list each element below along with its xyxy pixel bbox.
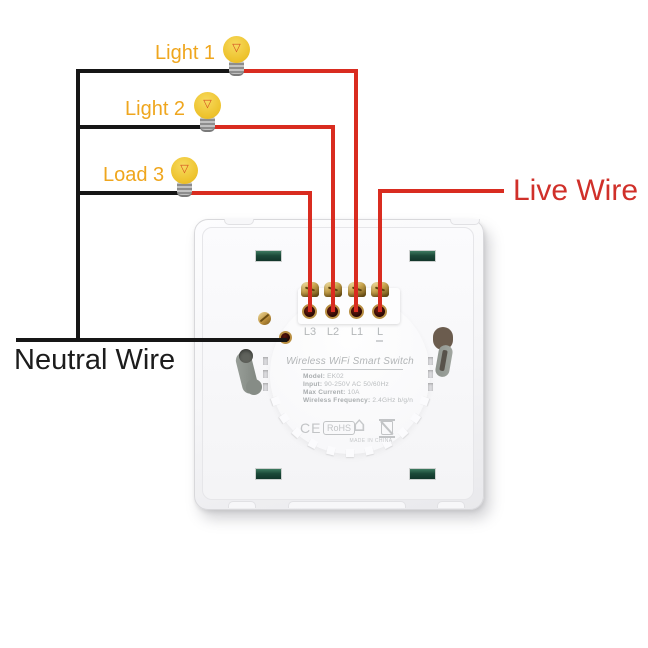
module-tooth: [346, 449, 354, 457]
live-wire-vertical: [378, 189, 382, 312]
module-tooth: [270, 395, 281, 407]
bulb-filament-icon: ▽: [232, 41, 241, 54]
right-keyhole-head: [433, 327, 453, 350]
weee-bin-icon: [379, 419, 395, 438]
live-wire-horizontal: [378, 189, 504, 193]
vent-dash: [428, 357, 433, 365]
plate-bottom-notch: [437, 501, 465, 508]
plate-top-notch: [450, 219, 480, 225]
made-in-label: MADE IN CHINA: [349, 438, 393, 444]
vent-dash: [428, 370, 433, 378]
spec-wireless-frequency: Wireless Frequency: 2.4GHz b/g/n: [303, 397, 414, 404]
ce-mark-icon: CE: [300, 420, 322, 436]
terminal-label-l: L: [376, 326, 384, 338]
light1-switched-wire-vertical: [354, 69, 358, 312]
light2-neutral-wire: [76, 125, 204, 129]
load3-switched-wire-vertical: [308, 191, 312, 312]
plate-bottom-recess: [288, 501, 406, 508]
terminal-l-submark: [376, 340, 383, 342]
plate-top-notch: [224, 219, 254, 225]
terminal-label-l3: L3: [303, 326, 317, 338]
light2-label: Light 2: [125, 98, 186, 120]
vent-dash: [428, 383, 433, 391]
brass-screw-icon: [258, 312, 271, 325]
plate-bottom-notch: [228, 501, 256, 508]
neutral-bus-vertical-wire: [76, 69, 80, 342]
terminal-label-l1: L1: [350, 326, 364, 338]
mount-slot-bottom-right: [409, 468, 436, 480]
mount-slot-bottom-left: [255, 468, 282, 480]
terminal-label-l2: L2: [326, 326, 340, 338]
live-wire-label: Live Wire: [513, 174, 639, 207]
title-underline: [301, 369, 403, 370]
vent-dash: [263, 383, 268, 391]
light1-label: Light 1: [155, 42, 216, 64]
vent-dash: [263, 357, 268, 365]
neutral-main-wire: [16, 338, 287, 342]
spec-model: Model: EK02: [303, 373, 344, 380]
rohs-mark-icon: RoHS: [323, 421, 356, 435]
load3-label: Load 3: [103, 164, 165, 186]
left-keyhole-foot: [246, 379, 262, 395]
device-title: Wireless WiFi Smart Switch: [286, 356, 414, 367]
load3-neutral-wire: [76, 191, 181, 195]
light2-switched-wire-vertical: [331, 125, 335, 312]
neutral-wire-label: Neutral Wire: [14, 344, 176, 376]
spec-max-current: Max Current: 10A: [303, 389, 360, 396]
light1-bulb-base: [229, 61, 244, 76]
house-icon: ⌂: [353, 412, 366, 436]
vent-dash: [263, 370, 268, 378]
load3-bulb-base: [177, 182, 192, 197]
bulb-filament-icon: ▽: [203, 97, 212, 110]
left-keyhole-screw: [239, 349, 253, 363]
light2-bulb-base: [200, 117, 215, 132]
mount-slot-top-left: [255, 250, 282, 262]
mount-slot-top-right: [409, 250, 436, 262]
light1-switched-wire-horizontal: [240, 69, 358, 73]
light1-bulb-icon: ▽: [223, 36, 250, 63]
light2-bulb-icon: ▽: [194, 92, 221, 119]
light1-neutral-wire: [76, 69, 234, 73]
light2-switched-wire-horizontal: [210, 125, 335, 129]
bulb-filament-icon: ▽: [180, 162, 189, 175]
load3-bulb-icon: ▽: [171, 157, 198, 184]
load3-switched-wire-horizontal: [187, 191, 312, 195]
spec-input: Input: 90-250V AC 50/60Hz: [303, 381, 389, 388]
